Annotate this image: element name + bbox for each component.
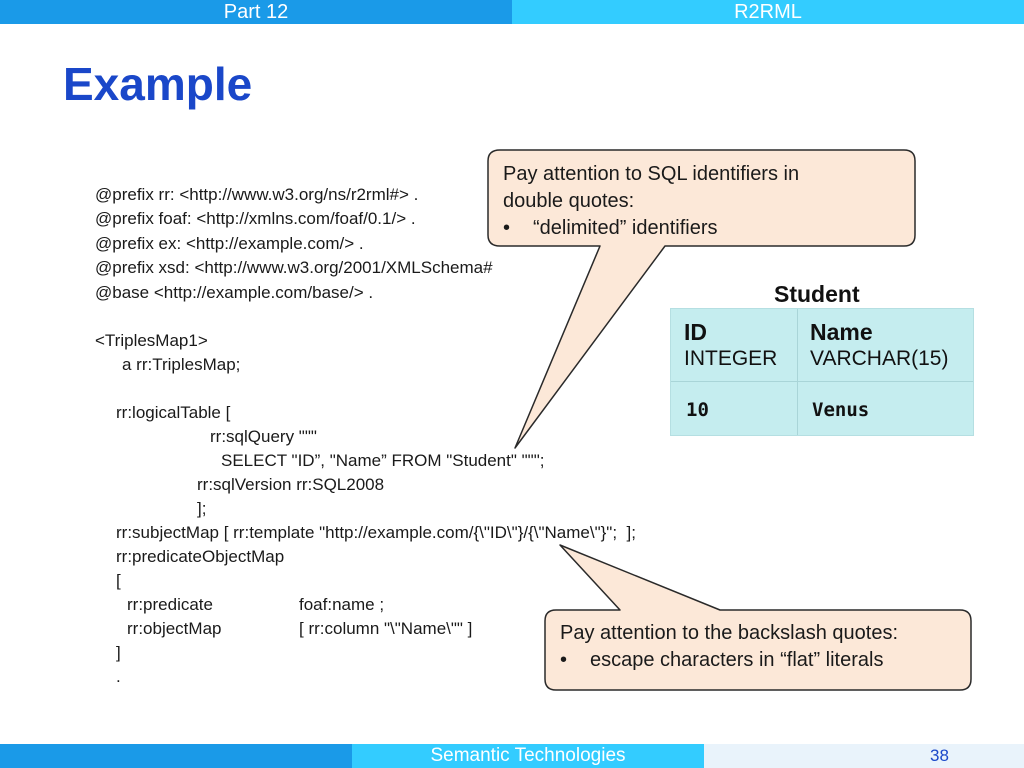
bullet-marker: •: [503, 217, 511, 239]
callout-top-line1: Pay attention to SQL identifiers in: [503, 163, 800, 185]
code-line: rr:sqlVersion rr:SQL2008: [197, 475, 385, 494]
callout-top-item-text: “delimited” identifiers: [533, 217, 718, 239]
code-line: rr:logicalTable [: [116, 403, 231, 422]
footer-left-segment: [0, 744, 352, 768]
code-line: [: [116, 571, 121, 590]
code-line: @prefix foaf: <http://xmlns.com/foaf/0.1…: [95, 209, 416, 228]
callout-top-shape: [487, 149, 916, 449]
table-cell-id: 10: [686, 399, 709, 421]
code-line: @prefix xsd: <http://www.w3.org/2001/XML…: [95, 258, 493, 277]
bullet-marker: •: [560, 649, 568, 671]
code-line: @prefix ex: <http://example.com/> .: [95, 234, 364, 253]
footer-course-label: Semantic Technologies: [352, 744, 704, 768]
code-line: a rr:TriplesMap;: [122, 355, 241, 374]
code-line: .: [116, 667, 121, 686]
callout-bottom-bullet-item: • escape characters in “flat” literals: [560, 647, 898, 674]
table-row-divider: [671, 381, 973, 382]
column-type-id: INTEGER: [684, 347, 778, 370]
table-cell-name: Venus: [812, 399, 870, 421]
callout-bottom-line1: Pay attention to the backslash quotes:: [560, 622, 898, 644]
column-type-name: VARCHAR(15): [810, 347, 949, 370]
code-line: @base <http://example.com/base/> .: [95, 283, 374, 302]
code-line: ];: [197, 499, 207, 518]
callout-backslash-quotes: Pay attention to the backslash quotes: •…: [560, 620, 898, 674]
callout-sql-identifiers: Pay attention to SQL identifiers in doub…: [503, 161, 799, 242]
column-header-id: ID: [684, 319, 707, 345]
callout-top-bullet-item: • “delimited” identifiers: [503, 215, 799, 242]
code-line: rr:sqlQuery """: [210, 427, 317, 446]
slide-title: Example: [63, 58, 253, 110]
code-line: <TriplesMap1>: [95, 331, 208, 350]
callout-top-line2: double quotes:: [503, 190, 635, 212]
code-line: rr:subjectMap [ rr:template "http://exam…: [116, 523, 636, 542]
code-line: rr:predicate: [127, 595, 213, 614]
page-number: 38: [930, 746, 949, 765]
footer-bar: Semantic Technologies 38: [0, 744, 1024, 768]
footer-page-segment: 38: [704, 744, 1024, 768]
code-line: [ rr:column "\"Name\"" ]: [299, 619, 473, 638]
code-line: rr:objectMap: [127, 619, 222, 638]
header-part-label: Part 12: [0, 0, 512, 24]
column-header-name: Name: [810, 319, 873, 345]
table-caption: Student: [774, 281, 860, 307]
header-topic-label: R2RML: [512, 0, 1024, 24]
code-line: foaf:name ;: [299, 595, 385, 614]
student-table: ID INTEGER Name VARCHAR(15) 10 Venus: [670, 308, 974, 436]
table-column-divider: [797, 309, 798, 435]
top-header-bar: Part 12 R2RML: [0, 0, 1024, 24]
callout-bottom-shape: [544, 544, 972, 691]
code-line: @prefix rr: <http://www.w3.org/ns/r2rml#…: [95, 185, 419, 204]
code-line: ]: [116, 643, 121, 662]
callout-bottom-item-text: escape characters in “flat” literals: [590, 649, 884, 671]
code-line: SELECT "ID”, "Name” FROM "Student" """;: [221, 451, 545, 470]
code-line: rr:predicateObjectMap: [116, 547, 285, 566]
